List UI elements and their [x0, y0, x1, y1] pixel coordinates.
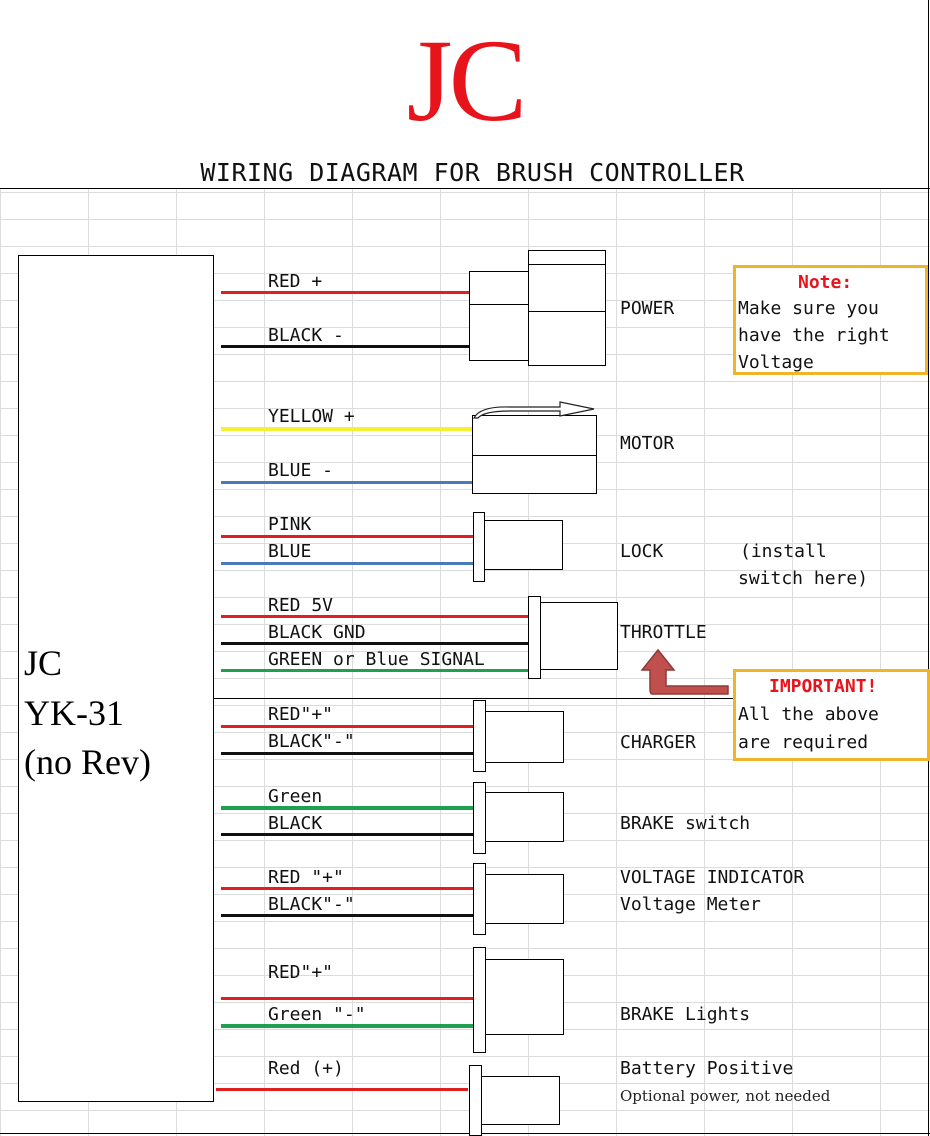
- motor-rotation-arrow-icon: [473, 401, 595, 419]
- controller-box: [18, 255, 214, 1102]
- connector-label-lock: LOCK: [620, 541, 664, 562]
- wire-lock-pink: [221, 535, 473, 538]
- controller-label-model: YK-31: [24, 693, 124, 733]
- wire-label-lock-pink: PINK: [268, 514, 312, 535]
- lock-install-note-2: switch here): [738, 568, 869, 589]
- connector-label-brake-switch: BRAKE switch: [620, 813, 751, 834]
- wire-throttle-black: [221, 642, 528, 645]
- jc-logo: JC: [406, 15, 528, 146]
- wire-label-motor-yellow: YELLOW +: [268, 406, 355, 427]
- wire-brake-black: [221, 833, 473, 836]
- note-line-2: have the right: [738, 325, 890, 346]
- connector-label-throttle: THROTTLE: [620, 622, 707, 643]
- wire-label-throttle-black: BLACK GND: [268, 622, 366, 643]
- bottom-border: [0, 1133, 930, 1134]
- wire-label-volt-red: RED "+": [268, 867, 344, 888]
- wire-lights-green: [221, 1024, 473, 1028]
- lock-connector-body: [484, 520, 563, 570]
- wire-label-throttle-red: RED 5V: [268, 595, 334, 616]
- wire-throttle-green: [221, 669, 528, 672]
- wire-motor-blue: [221, 481, 473, 484]
- note-title: Note:: [798, 272, 853, 293]
- wire-label-motor-blue: BLUE -: [268, 460, 334, 481]
- charger-connector-body: [485, 711, 564, 763]
- wire-battery-red: [216, 1088, 468, 1091]
- power-connector-socket-bottom: [469, 304, 531, 361]
- wire-throttle-red: [221, 615, 528, 618]
- note-line-3: Voltage: [738, 352, 814, 373]
- wire-label-lock-blue: BLUE: [268, 541, 312, 562]
- connector-label-battery-positive: Battery Positive: [620, 1058, 794, 1079]
- wire-charger-black: [221, 752, 473, 755]
- connector-label-power: POWER: [620, 298, 675, 319]
- wire-label-power-black: BLACK -: [268, 325, 344, 346]
- connector-label-voltage-meter: Voltage Meter: [620, 894, 761, 915]
- wire-label-volt-black: BLACK"-": [268, 894, 355, 915]
- wire-lock-blue: [221, 562, 473, 565]
- wire-label-brake-black: BLACK: [268, 813, 323, 834]
- wire-label-battery-red: Red (+): [268, 1058, 344, 1079]
- wire-charger-red: [221, 725, 473, 728]
- brake-switch-connector-body: [485, 792, 564, 842]
- important-line-1: All the above: [738, 704, 879, 725]
- important-arrow-icon: [640, 648, 729, 695]
- throttle-connector-body: [540, 602, 618, 670]
- note-line-1: Make sure you: [738, 298, 879, 319]
- motor-connector-divider: [472, 455, 597, 456]
- important-box: [733, 669, 930, 761]
- wire-label-charger-red: RED"+": [268, 704, 334, 725]
- wire-label-charger-black: BLACK"-": [268, 731, 355, 752]
- wire-power-black: [221, 345, 469, 348]
- wire-label-lights-green: Green "-": [268, 1004, 366, 1025]
- motor-connector: [472, 415, 597, 494]
- wire-brake-green: [221, 806, 473, 810]
- section-divider: [214, 698, 930, 699]
- wire-lights-red: [221, 997, 473, 1000]
- important-title: IMPORTANT!: [769, 676, 878, 697]
- controller-label-brand: JC: [24, 643, 63, 683]
- brake-lights-connector-body: [485, 959, 564, 1035]
- important-line-2: are required: [738, 732, 869, 753]
- wire-power-red: [221, 291, 469, 294]
- connector-label-voltage-indicator: VOLTAGE INDICATOR: [620, 867, 805, 888]
- wire-volt-red: [221, 887, 473, 890]
- wire-label-brake-green: Green: [268, 786, 323, 807]
- wire-label-lights-red: RED"+": [268, 962, 334, 983]
- wire-motor-yellow: [221, 427, 473, 431]
- wire-label-power-red: RED +: [268, 271, 323, 292]
- note-box: [733, 265, 928, 375]
- connector-label-brake-lights: BRAKE Lights: [620, 1004, 751, 1025]
- voltage-connector-body: [485, 874, 564, 924]
- diagram-title: WIRING DIAGRAM FOR BRUSH CONTROLLER: [200, 158, 745, 187]
- battery-optional-note: Optional power, not needed: [620, 1087, 831, 1105]
- connector-label-charger: CHARGER: [620, 732, 696, 753]
- power-connector-plug-bottom: [528, 311, 606, 366]
- right-border: [928, 0, 929, 1136]
- wire-label-throttle-green: GREEN or Blue SIGNAL: [268, 649, 485, 670]
- battery-connector-body: [481, 1076, 560, 1125]
- power-connector-socket-top: [469, 271, 531, 305]
- power-connector-plug-mid: [528, 264, 606, 312]
- header-divider: [0, 188, 930, 189]
- wire-volt-black: [221, 914, 473, 917]
- connector-label-motor: MOTOR: [620, 433, 675, 454]
- controller-label-rev: (no Rev): [24, 742, 151, 782]
- lock-install-note-1: (install: [740, 541, 827, 562]
